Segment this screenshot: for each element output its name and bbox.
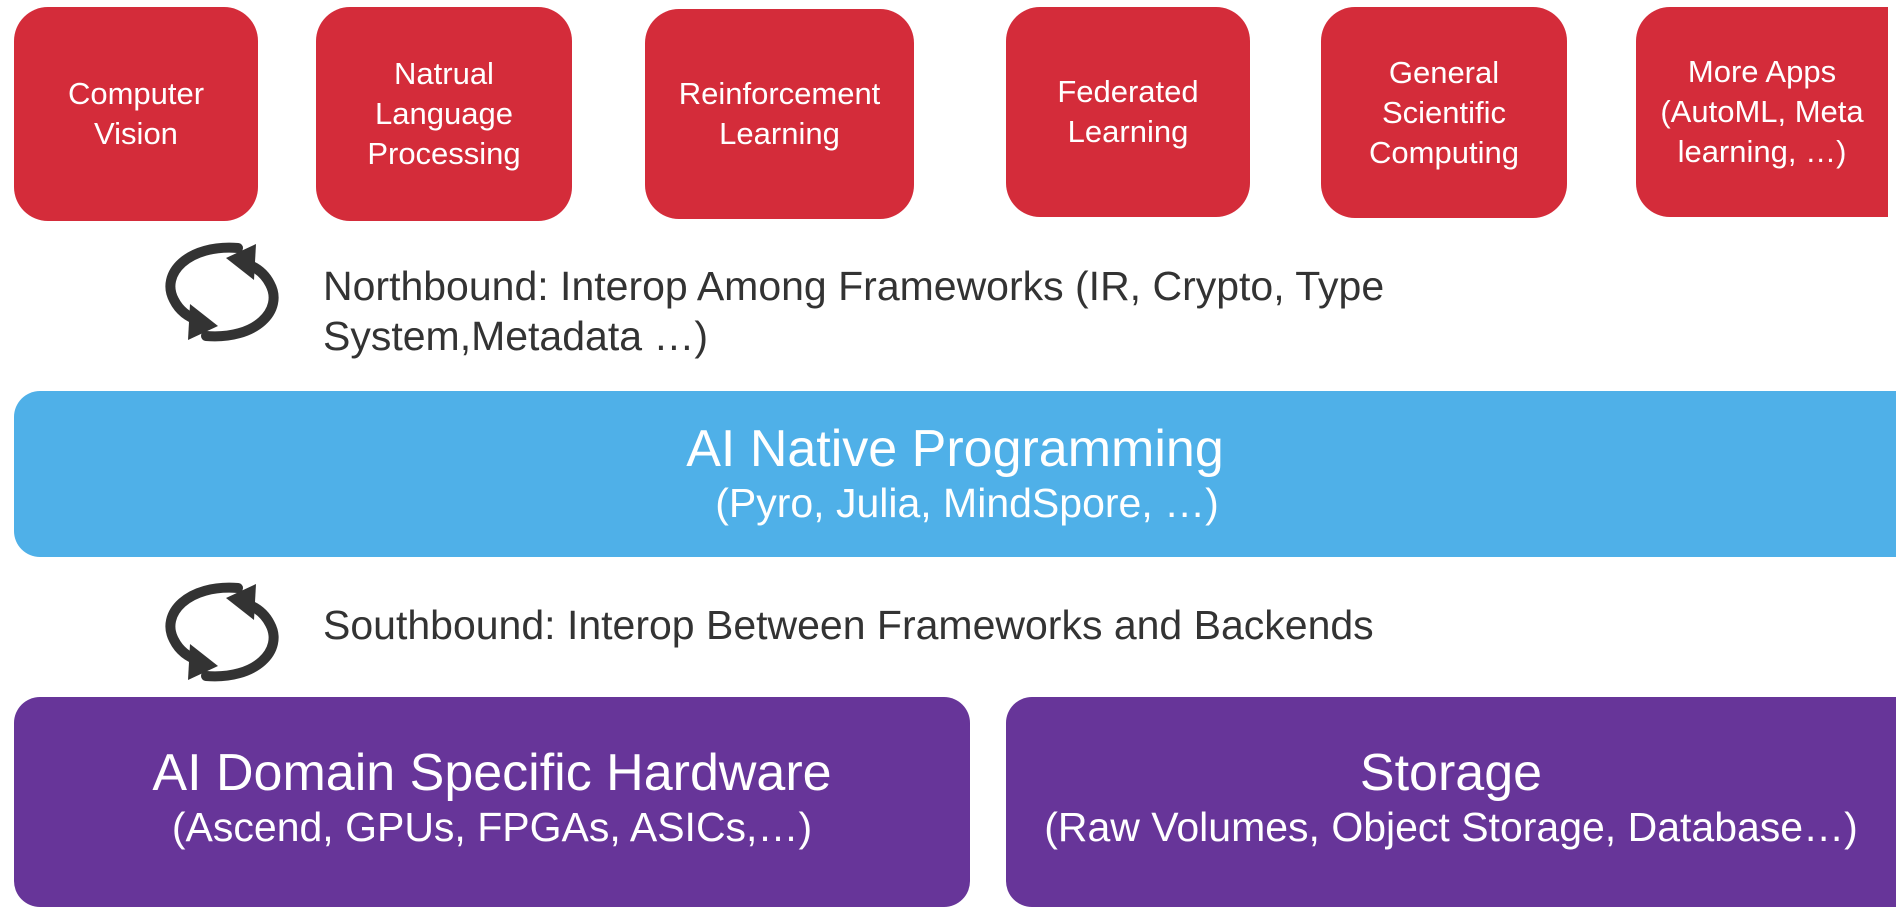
app-label: Federated Learning [1057,74,1199,149]
app-label: Reinforcement Learning [678,76,881,151]
ai-hardware-layer: AI Domain Specific Hardware (Ascend, GPU… [14,697,970,907]
southbound-interop-text: Southbound: Interop Between Frameworks a… [323,602,1374,648]
programming-subtitle: (Pyro, Julia, MindSpore, …) [715,480,1219,526]
app-box-reinforcement-learning: Reinforcement Learning [645,9,914,219]
ai-native-programming-layer: AI Native Programming (Pyro, Julia, Mind… [14,391,1896,557]
storage-title: Storage [1359,744,1543,802]
app-box-federated-learning: Federated Learning [1006,7,1250,217]
app-box-more-apps: More Apps (AutoML, Meta learning, …) [1636,7,1888,217]
hardware-subtitle: (Ascend, GPUs, FPGAs, ASICs,…) [171,804,813,850]
programming-title: AI Native Programming [686,420,1224,478]
app-box-nlp: Natrual Language Processing [316,7,572,221]
hardware-title: AI Domain Specific Hardware [152,744,832,802]
cycle-arrows-icon [165,242,279,342]
app-box-scientific-computing: General Scientific Computing [1321,7,1567,218]
app-label: General Scientific Computing [1369,54,1519,170]
storage-subtitle: (Raw Volumes, Object Storage, Database…) [1044,804,1858,850]
app-label: Computer Vision [67,76,205,151]
cycle-arrows-icon [165,582,279,682]
storage-layer: Storage (Raw Volumes, Object Storage, Da… [1006,697,1896,907]
northbound-interop-text: Northbound: Interop Among Frameworks (IR… [323,263,1385,359]
app-label: Natrual Language Processing [367,56,521,171]
app-label: More Apps (AutoML, Meta learning, …) [1660,54,1864,169]
app-box-computer-vision: Computer Vision [14,7,258,221]
